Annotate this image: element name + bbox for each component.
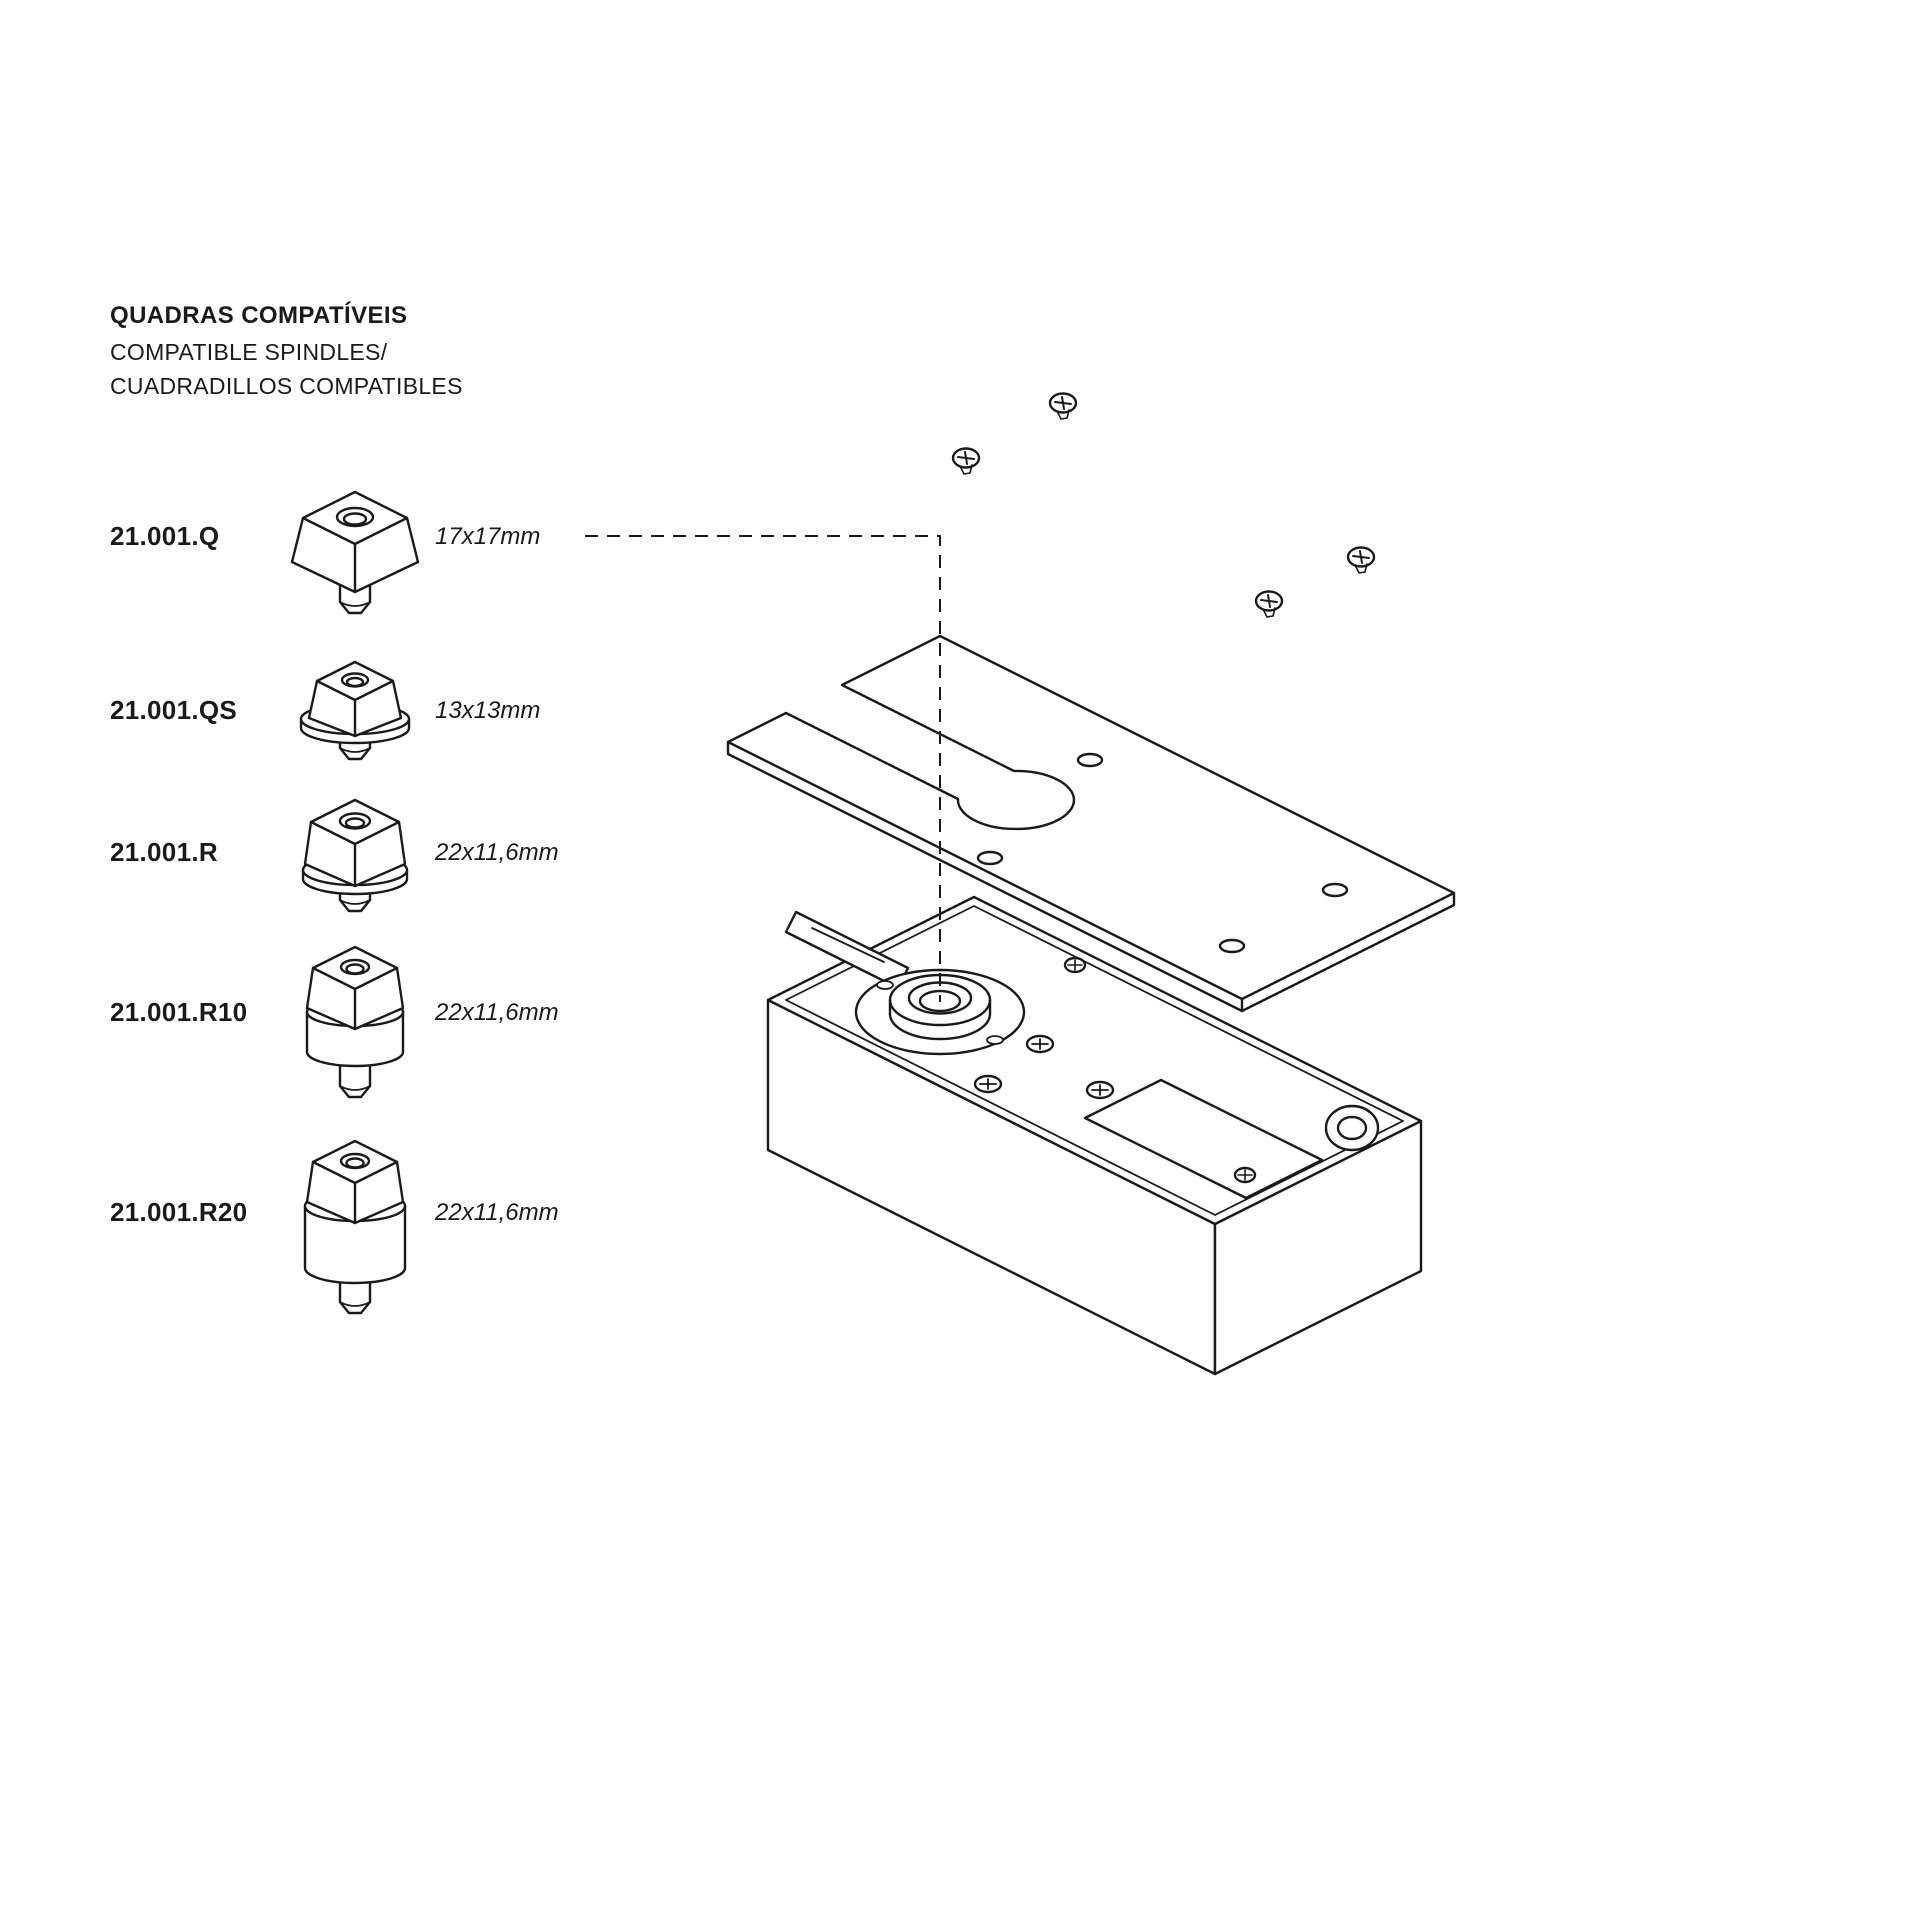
cylinder-end xyxy=(1324,1104,1380,1152)
cover-plate xyxy=(726,634,1456,1013)
plate-hole xyxy=(1218,938,1246,954)
spindle-q-icon xyxy=(290,490,420,615)
hydraulic-recess xyxy=(1083,1078,1324,1200)
screw-icon xyxy=(951,447,981,475)
screw-boss-icon xyxy=(973,1074,1003,1094)
spindle-size-r: 22x11,6mm xyxy=(435,839,559,866)
screw-icon xyxy=(1346,546,1376,574)
spindle-r-icon xyxy=(301,798,409,913)
screw-boss-icon xyxy=(1085,1080,1115,1100)
section-subtitle-en: COMPATIBLE SPINDLES/ xyxy=(110,339,388,365)
spindle-code-r: 21.001.R xyxy=(110,837,218,867)
alignment-dashed-line xyxy=(585,535,941,1002)
screw-icon xyxy=(1254,590,1284,618)
spindle-code-r20: 21.001.R20 xyxy=(110,1197,248,1227)
section-title: QUADRAS COMPATÍVEIS xyxy=(110,302,408,329)
spindle-size-qs: 13x13mm xyxy=(435,697,541,724)
plate-hole xyxy=(1321,882,1349,898)
plate-hole xyxy=(1076,752,1104,768)
spindle-code-q: 21.001.Q xyxy=(110,521,220,551)
plate-hole xyxy=(976,850,1004,866)
screw-boss-icon xyxy=(1025,1034,1055,1054)
screw-icon xyxy=(1048,392,1078,420)
spindle-size-r10: 22x11,6mm xyxy=(435,999,559,1026)
spindle-r20-icon xyxy=(303,1139,407,1315)
spindle-r10-icon xyxy=(305,945,405,1099)
spindle-size-r20: 22x11,6mm xyxy=(435,1199,559,1226)
floor-spring-body xyxy=(766,895,1423,1376)
spindle-qs-icon xyxy=(299,660,411,761)
spindle-size-q: 17x17mm xyxy=(435,523,541,550)
corner-screw-icon xyxy=(1063,956,1087,974)
spindle-code-qs: 21.001.QS xyxy=(110,695,238,725)
spindle-code-r10: 21.001.R10 xyxy=(110,997,248,1027)
section-subtitle-es: CUADRADILLOS COMPATIBLES xyxy=(110,373,463,399)
corner-screw-icon xyxy=(1233,1166,1257,1184)
